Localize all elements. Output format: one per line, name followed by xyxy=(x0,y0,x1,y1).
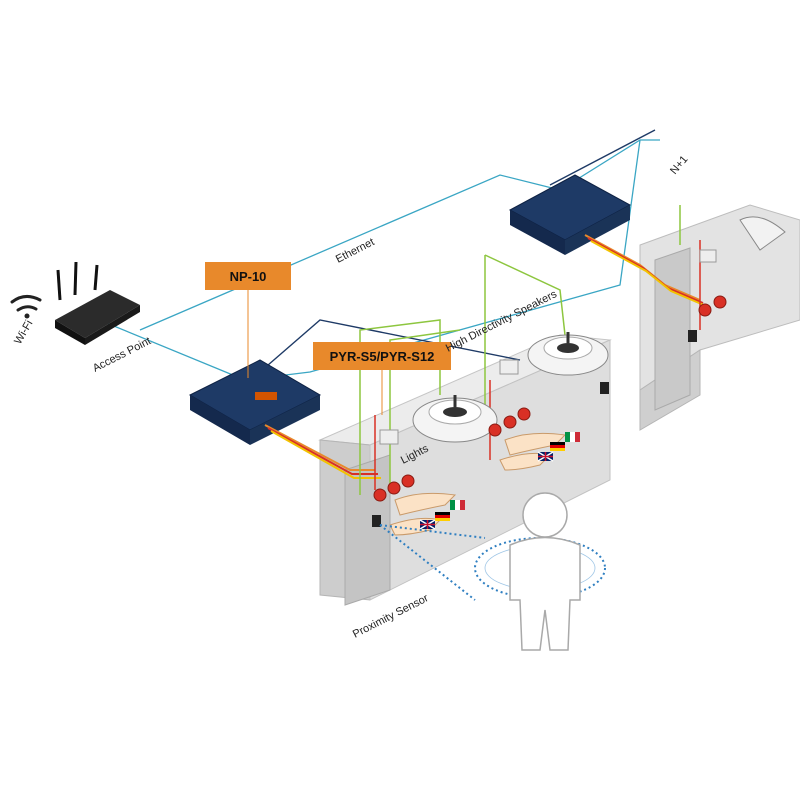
ethernet-navy-lines xyxy=(259,129,656,373)
flag-icon xyxy=(419,432,580,530)
tag-pyr-label: PYR-S5/PYR-S12 xyxy=(330,349,435,364)
tag-pyr: PYR-S5/PYR-S12 xyxy=(313,342,451,415)
wifi-icon xyxy=(10,295,42,319)
label-ethernet: Ethernet xyxy=(334,236,377,266)
tag-np10-label: NP-10 xyxy=(230,269,267,284)
cable-bundles xyxy=(264,234,707,479)
speaker-icon xyxy=(412,395,498,443)
hand-icons xyxy=(389,432,567,536)
sensor-icon xyxy=(372,330,697,527)
device-right xyxy=(508,174,632,255)
red-buttons xyxy=(373,295,727,502)
tag-np10: NP-10 xyxy=(205,262,291,378)
light-icon xyxy=(379,249,717,445)
label-wifi: Wi-Fi xyxy=(12,318,35,346)
label-access-point: Access Point xyxy=(91,335,153,375)
speaker-icon xyxy=(527,332,609,376)
router-icon xyxy=(55,261,140,345)
label-n-plus-1: N+1 xyxy=(668,154,690,177)
wall-n-plus-1 xyxy=(639,204,800,431)
device-left xyxy=(188,359,322,445)
person-icon xyxy=(509,492,581,651)
